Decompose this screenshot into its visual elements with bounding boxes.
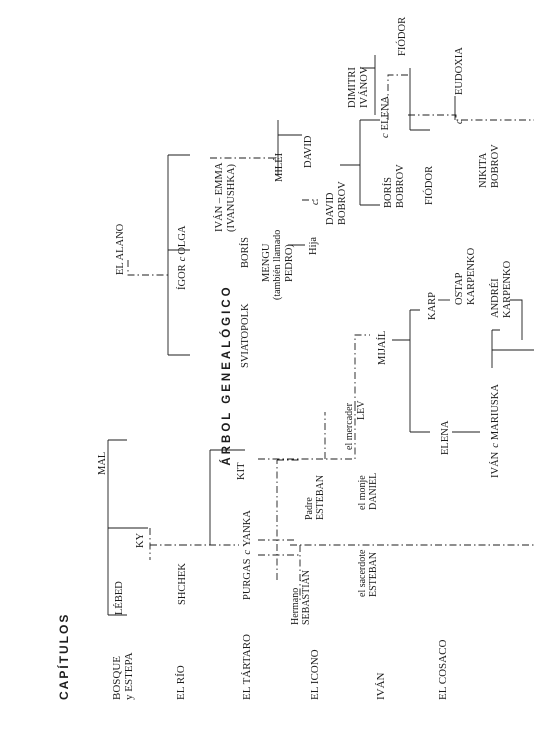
person-monje: el monje [357, 475, 368, 510]
person-ostap: OSTAP [454, 272, 465, 305]
person-daniel: DANIEL [368, 473, 379, 510]
person-boris: BORÍS [239, 237, 251, 268]
person-elena-bobrov: cELENA [380, 96, 391, 138]
person-padre-esteban: ESTEBAN [315, 475, 326, 520]
person-ivanov: IVÁNOV [358, 66, 370, 108]
person-igor-olga: ÍGORcOLGA [176, 225, 188, 290]
person-fiodor-son: FIÓDOR [423, 166, 435, 205]
person-ivan-mariuska: IVÁNcMARIUSKA [489, 384, 501, 478]
person-mengu: MENGU [261, 243, 272, 282]
tree-line [277, 120, 302, 176]
connector-c: c [310, 200, 321, 205]
person-nikita-bobrov: BOBROV [490, 144, 501, 188]
person-sviatopolk: SVIATOPOLK [240, 303, 251, 368]
chapter-label: EL COSACO [437, 640, 449, 700]
tree-line [387, 74, 410, 120]
person-lev: LEV [356, 400, 367, 420]
person-padre: Padre [304, 497, 315, 520]
person-pedro: PEDRO) [284, 244, 295, 282]
person-andrei-karpenko: KARPENKO [502, 260, 513, 318]
person-kit: KIT [236, 462, 247, 480]
person-el-alano: EL ALANO [115, 223, 126, 275]
person-purgas-yanka: PURGAScYANKA [242, 510, 253, 600]
tree-line [392, 309, 430, 433]
person-david-bobrov: DAVID [325, 192, 336, 225]
person-boris-bobrov: BORÍS [382, 177, 394, 208]
person-fiodor-grandfather: FIÓDOR [396, 17, 408, 56]
person-hermano: Hermano [290, 588, 301, 625]
person-ky: KY [135, 532, 146, 548]
person-boris-bobrov-surname: BOBROV [395, 164, 406, 208]
chapter-label: IVÁN [375, 672, 387, 700]
person-karp: KARP [427, 292, 438, 320]
person-sacerdote: el sacerdote [357, 549, 368, 597]
person-david-bobrov-surname: BOBROV [337, 181, 348, 225]
tree-line [409, 68, 430, 131]
person-nikita: NIKITA [478, 152, 489, 188]
tree-line [360, 55, 376, 115]
chapter-label: EL RÍO [175, 665, 187, 700]
person-andrei: ANDRÉI [489, 278, 501, 318]
tree-line [354, 334, 370, 408]
person-david: DAVID [303, 135, 314, 168]
person-elena-cossack: ELENA [440, 420, 451, 455]
tree-line [258, 459, 300, 556]
chapters-heading: CAPÍTULOS [56, 613, 71, 700]
person-milei: MILÉI [273, 152, 285, 182]
person-mal: MAL [97, 452, 108, 475]
person-shchek: SHCHEK [177, 563, 188, 605]
tree-line [167, 154, 190, 356]
person-mijail: MIJAÍL [376, 331, 388, 365]
person-hija: Hija [308, 237, 319, 255]
tree-line [510, 299, 523, 340]
chapter-label: BOSQUE [111, 656, 123, 700]
chapter-label: y ESTEPA [123, 652, 135, 700]
person-eudoxia: EUDOXIA [454, 47, 465, 95]
tree-line [107, 439, 148, 616]
tree-line [491, 329, 534, 368]
person-sacerdote-esteban: ESTEBAN [368, 552, 379, 597]
tree-line [258, 408, 356, 460]
person-ivan-emma: IVÁN – EMMA [213, 162, 225, 232]
tree-line [127, 260, 168, 276]
tree-line [408, 114, 534, 121]
tree-line [340, 119, 380, 206]
tree-title: ÁRBOL GENEALÓGICO [220, 284, 233, 465]
person-tambien: (también llamado [272, 230, 283, 300]
person-ivanushka: (IVANUSHKA) [226, 163, 237, 232]
connector-c: c [454, 119, 465, 124]
person-ostap-karpenko: KARPENKO [466, 247, 477, 305]
tree-line [209, 449, 245, 545]
person-sebastian: SEBASTIÁN [300, 570, 312, 625]
chapter-label: EL TÁRTARO [241, 634, 253, 700]
person-lebed: LÉBED [113, 581, 125, 615]
person-dimitri: DIMITRI [347, 67, 358, 108]
person-mercader: el mercader [344, 402, 355, 450]
chapter-label: EL ICONO [309, 649, 321, 700]
